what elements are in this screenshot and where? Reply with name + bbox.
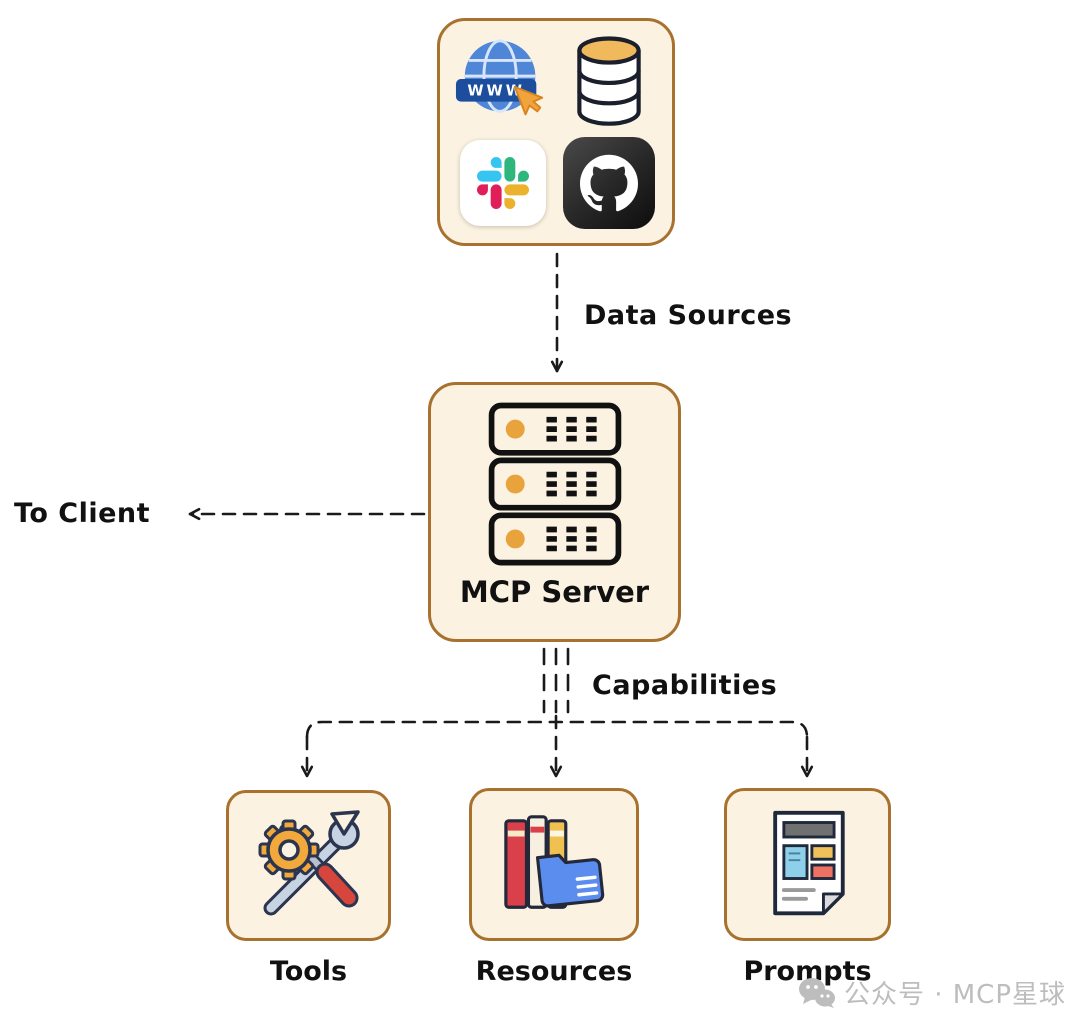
watermark-text: 公众号 · MCP星球: [843, 980, 1066, 1010]
mcp-server-label: MCP Server: [459, 575, 650, 609]
database-icon: [577, 35, 641, 126]
github-logo: [580, 154, 638, 211]
to-client-edge-label: To Client: [14, 498, 151, 529]
watermark: 公众号 · MCP星球: [0, 974, 1066, 1011]
wechat-icon: [798, 977, 835, 1008]
tools-icon: [258, 809, 360, 915]
tools-node: [226, 790, 391, 941]
prompts-icon: [772, 810, 845, 915]
gear-icon: [258, 819, 319, 880]
data-sources-edge-label: Data Sources: [584, 300, 793, 331]
www-banner: [455, 78, 537, 102]
resources-node: [469, 788, 639, 941]
capabilities-edge-label: Capabilities: [592, 670, 778, 701]
server-rack-icon: [488, 402, 621, 566]
github-icon: [563, 136, 655, 229]
cursor-arrow: [513, 85, 544, 115]
resources-label: Resources: [475, 956, 633, 987]
slack-icon: [460, 139, 546, 226]
globe-www-icon: WWW: [455, 38, 544, 115]
resources-icon: [504, 814, 605, 909]
data-sources-node: WWW: [437, 18, 675, 246]
tools-label: Tools: [269, 956, 348, 987]
slack-logo: [477, 156, 529, 209]
folder-icon: [535, 853, 605, 907]
mcp-server-node: MCP Server: [428, 382, 681, 642]
www-text: WWW: [467, 82, 524, 99]
prompts-node: [724, 788, 891, 941]
